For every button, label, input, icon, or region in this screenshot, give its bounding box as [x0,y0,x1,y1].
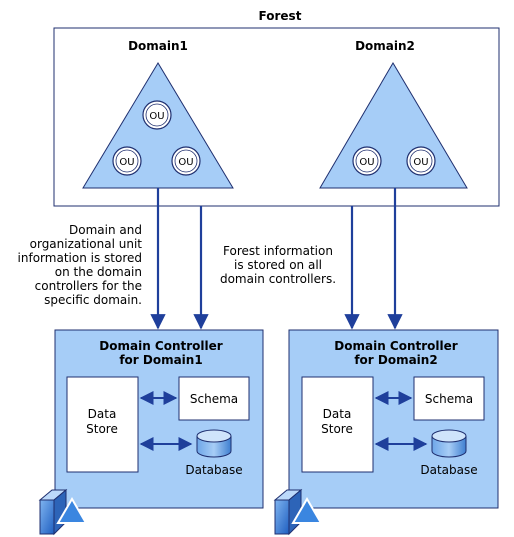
data-store-label: Store [321,422,353,436]
ou-label: OU [413,157,428,168]
domain2-label: Domain2 [355,39,415,53]
forest-info-note: Forest information is stored on all doma… [220,244,336,286]
database-label: Database [420,463,477,477]
data-store-label: Data [88,407,117,421]
schema-box [178,376,250,421]
forest-title: Forest [259,9,302,23]
server-icon [273,488,323,536]
domain1-label: Domain1 [128,39,188,53]
data-store-label: Data [323,407,352,421]
ou-label: OU [149,111,164,122]
note-line: controllers for the [35,279,142,293]
dc2-title-line1: Domain Controller [334,339,457,353]
domain-controller-1: Domain Controller for Domain1 Data Store… [54,329,264,509]
note-line: organizational unit [30,237,143,251]
database-icon [431,429,467,458]
data-store-box [301,376,374,473]
domain-info-note: Domain and organizational unit informati… [18,223,143,307]
note-line: Forest information [223,244,333,258]
dc1-title-line1: Domain Controller [99,339,222,353]
ou-circle: OU [406,146,436,176]
database-icon [196,429,232,458]
note-line: is stored on all [234,258,322,272]
database-label: Database [185,463,242,477]
domain-controller-2: Domain Controller for Domain2 Data Store… [288,329,499,509]
dc2-title-line2: for Domain2 [354,353,437,367]
note-line: Domain and [69,223,142,237]
note-line: specific domain. [44,293,142,307]
server-icon [38,488,88,536]
data-store-box [66,376,139,473]
data-store-label: Store [86,422,118,436]
ou-circle: OU [112,146,142,176]
ou-circle: OU [142,100,172,130]
ou-label: OU [119,157,134,168]
note-line: domain controllers. [220,272,336,286]
note-line: on the domain [55,265,142,279]
ou-label: OU [359,157,374,168]
note-line: information is stored [18,251,142,265]
schema-box [413,376,485,421]
dc1-title-line2: for Domain1 [119,353,202,367]
ou-circle: OU [171,146,201,176]
ou-label: OU [178,157,193,168]
schema-label: Schema [190,392,238,406]
ou-circle: OU [352,146,382,176]
schema-label: Schema [425,392,473,406]
